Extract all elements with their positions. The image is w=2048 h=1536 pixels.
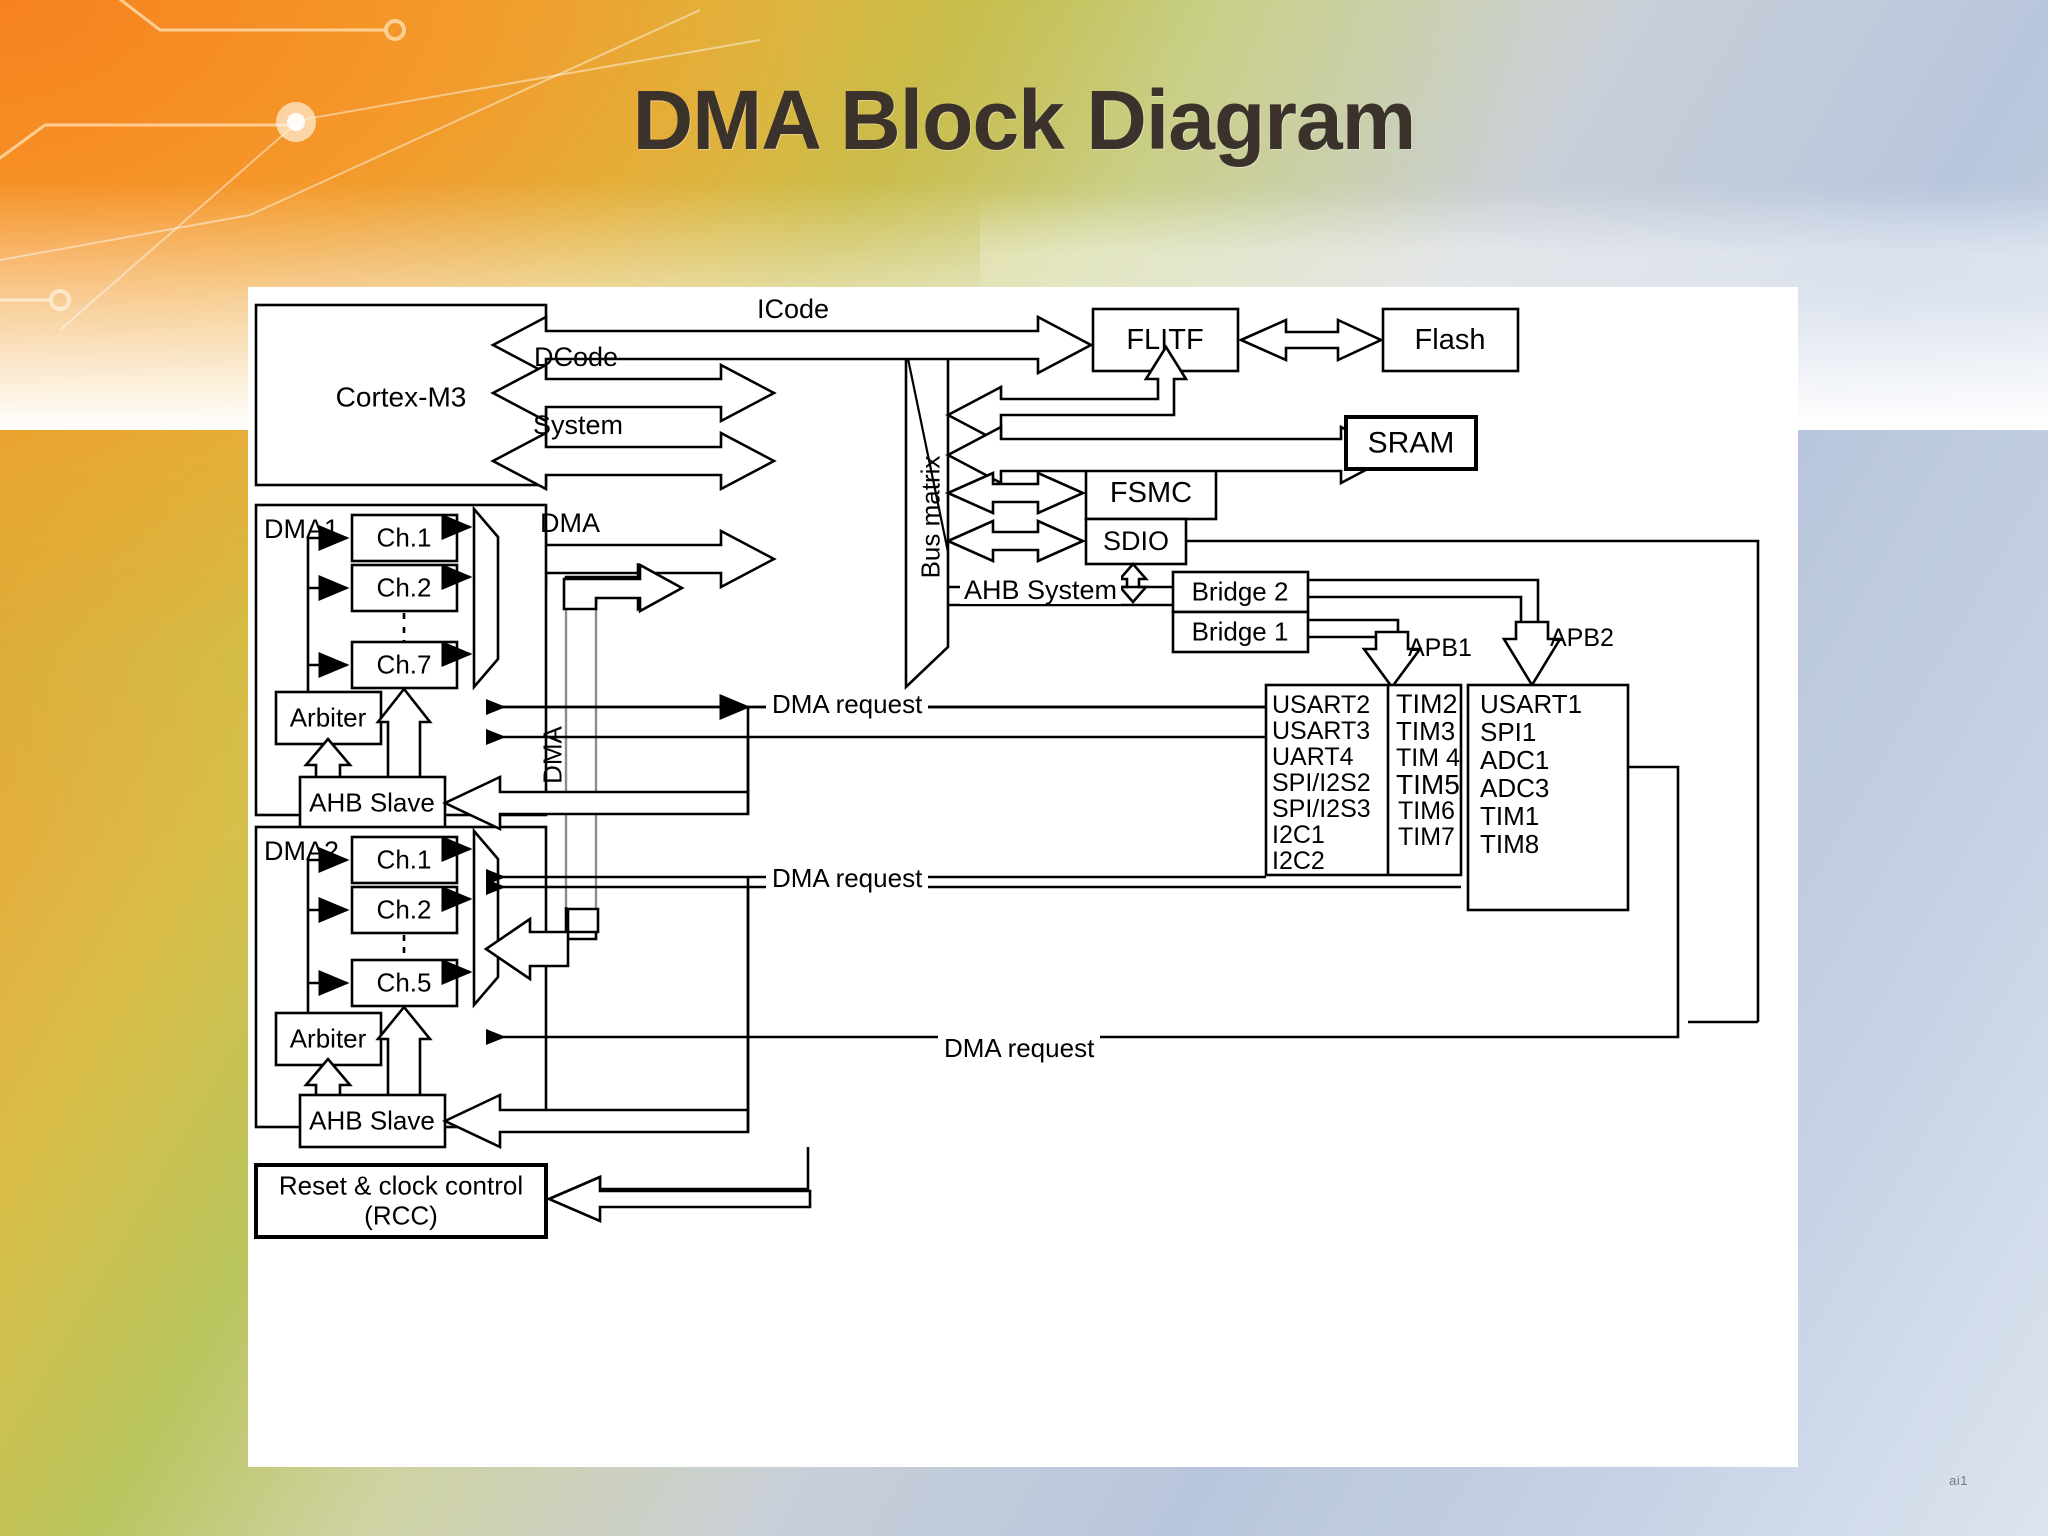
apb1-peripheral-tim6: TIM6 xyxy=(1398,797,1455,825)
diagram-vector-layer xyxy=(254,303,1760,1239)
apb2-peripheral-adc3: ADC3 xyxy=(1480,773,1550,803)
bus-matrix-label: Bus matrix xyxy=(915,455,946,579)
dma2-channel-5-label: Ch.5 xyxy=(376,967,432,998)
dma2-channel-2-label: Ch.2 xyxy=(376,894,432,925)
dma-request-label-1: DMA request xyxy=(766,690,929,719)
apb1-peripheral-i2c1: I2C1 xyxy=(1272,821,1325,849)
apb1-peripheral-usart2: USART2 xyxy=(1272,691,1371,719)
apb1-peripheral-tim7: TIM7 xyxy=(1398,823,1455,851)
dma-vertical-bus-label: DMA xyxy=(537,726,568,784)
dcode-bus-label: DCode xyxy=(533,341,619,372)
fsmc-label: FSMC xyxy=(1109,476,1193,509)
dma1-title: DMA1 xyxy=(264,514,340,544)
dma2-ahb-slave-label: AHB Slave xyxy=(309,1105,435,1136)
apb1-peripheral-tim5: TIM5 xyxy=(1396,769,1460,800)
rcc-line-1: Reset & clock control xyxy=(278,1170,524,1201)
dma1-channel-1-label: Ch.1 xyxy=(376,522,432,553)
dma1-channel-7-label: Ch.7 xyxy=(376,649,432,680)
dma1-arbiter-label: Arbiter xyxy=(289,702,367,733)
ahb-system-label: AHB System xyxy=(960,576,1122,604)
bridge-1-label: Bridge 1 xyxy=(1191,616,1289,647)
dma2-title: DMA2 xyxy=(264,836,340,866)
apb1-peripheral-tim3: TIM3 xyxy=(1396,716,1456,746)
apb1-peripheral-spi-i2s3: SPI/I2S3 xyxy=(1272,795,1371,823)
dma2-channel-1-label: Ch.1 xyxy=(376,844,432,875)
sdio-label: SDIO xyxy=(1102,525,1170,556)
apb1-peripheral-usart3: USART3 xyxy=(1272,717,1371,745)
rcc-line-2: (RCC) xyxy=(364,1200,438,1231)
dma-request-label-3: DMA request xyxy=(938,1034,1101,1063)
corner-note: ai1 xyxy=(1949,1473,1968,1488)
apb1-peripheral-uart4: UART4 xyxy=(1272,743,1354,771)
dma2-arbiter-label: Arbiter xyxy=(289,1023,367,1054)
apb1-peripheral-i2c2: I2C2 xyxy=(1272,847,1325,875)
cortex-m3-label: Cortex-M3 xyxy=(335,381,467,413)
apb1-peripheral-tim2: TIM2 xyxy=(1396,689,1458,719)
system-bus-label: System xyxy=(532,409,624,440)
apb2-label: APB2 xyxy=(1550,624,1614,652)
apb1-label: APB1 xyxy=(1408,634,1472,662)
icode-bus-label: ICode xyxy=(756,293,830,324)
page-title: DMA Block Diagram xyxy=(632,73,1417,167)
sram-label: SRAM xyxy=(1367,426,1455,460)
apb1-peripheral-tim4: TIM 4 xyxy=(1396,744,1460,772)
apb2-peripheral-spi1: SPI1 xyxy=(1480,717,1537,747)
dma-request-label-2: DMA request xyxy=(766,864,929,893)
flash-label: Flash xyxy=(1414,323,1486,356)
apb2-peripheral-tim8: TIM8 xyxy=(1480,829,1540,859)
dma-block-diagram: Cortex-M3 Bus matrix ICode DCode System … xyxy=(248,287,1798,1467)
dma1-ahb-slave-label: AHB Slave xyxy=(309,787,435,818)
bridge-2-label: Bridge 2 xyxy=(1191,576,1289,607)
apb2-peripheral-usart1: USART1 xyxy=(1480,689,1583,719)
dma1-channel-2-label: Ch.2 xyxy=(376,572,432,603)
flitf-label: FLITF xyxy=(1126,323,1204,356)
dma-bus-label: DMA xyxy=(540,507,600,538)
apb2-peripheral-tim1: TIM1 xyxy=(1480,801,1540,831)
apb1-peripheral-spi-i2s2: SPI/I2S2 xyxy=(1272,769,1371,797)
apb2-peripheral-adc1: ADC1 xyxy=(1480,745,1550,775)
